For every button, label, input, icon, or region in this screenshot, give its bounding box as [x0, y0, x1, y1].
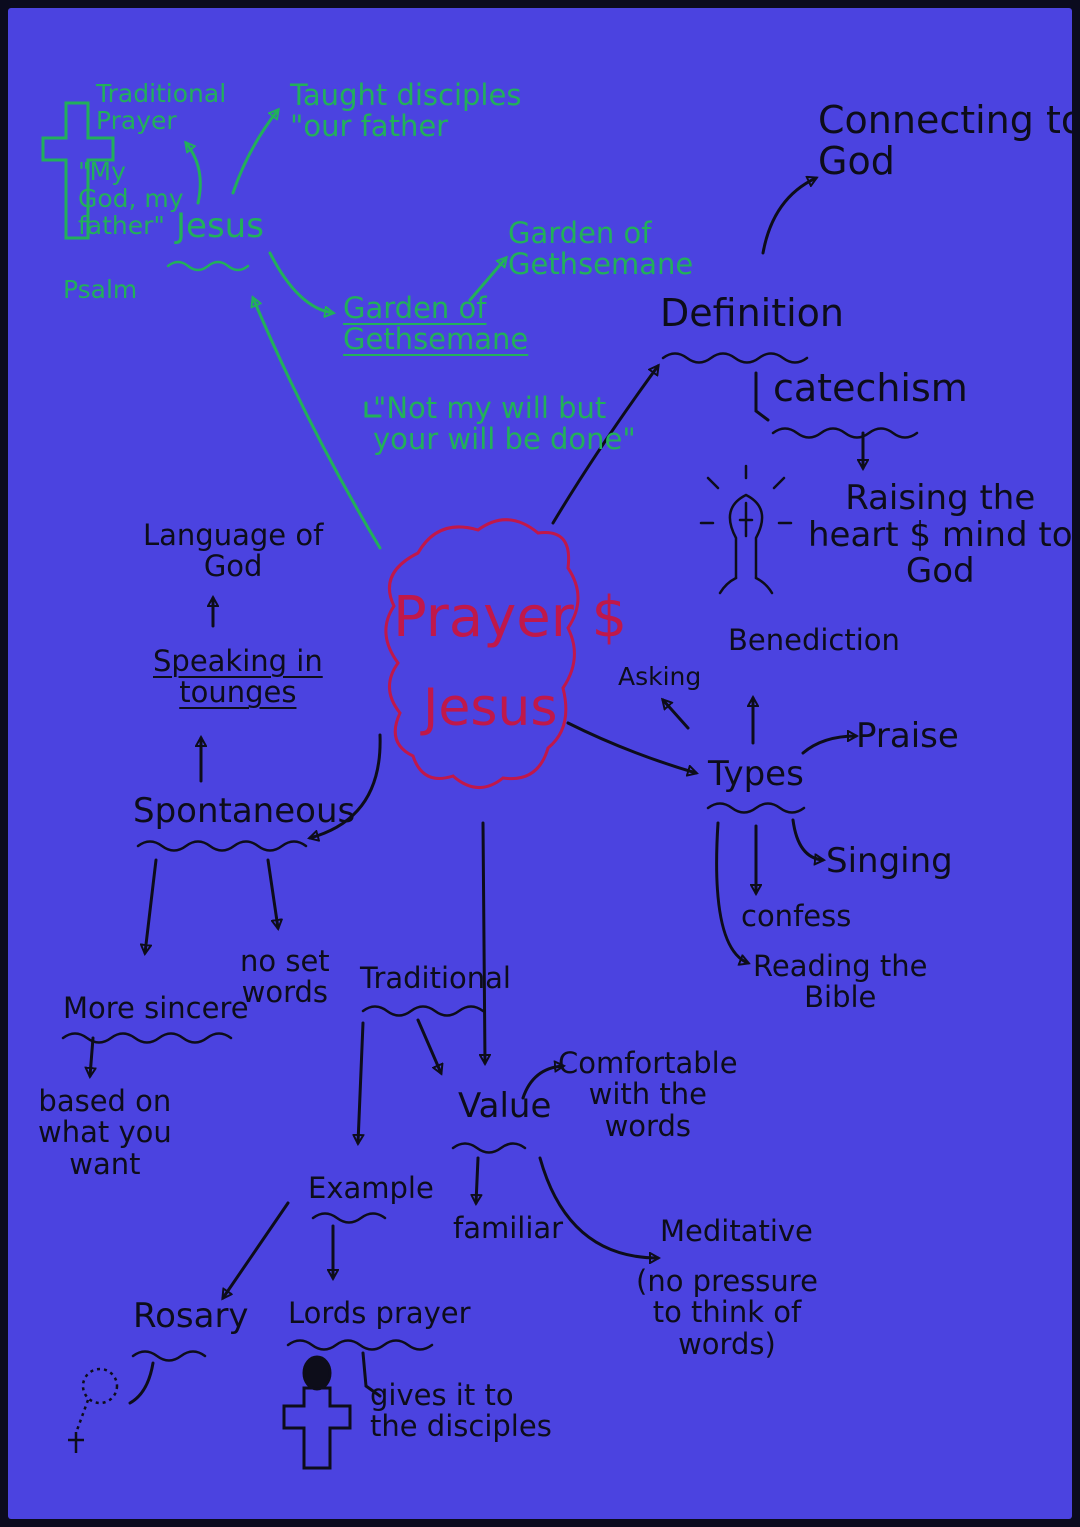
- singing-label: Singing: [826, 841, 953, 881]
- lords-prayer-node: Lords prayer: [288, 1296, 471, 1330]
- lords-to-gives-bracket: [361, 1351, 382, 1398]
- definition-underline: [661, 352, 809, 364]
- asking-label: Asking: [618, 662, 702, 691]
- familiar-label: familiar: [453, 1211, 564, 1245]
- rosary-squiggle: [128, 1361, 155, 1405]
- comfortable-label: Comfortable with the words: [558, 1046, 738, 1143]
- jesus-to-garden-arrow: [268, 251, 333, 313]
- garden-quote: "Not my will but your will be done": [373, 391, 636, 457]
- rosary-icon: [74, 1367, 119, 1434]
- value-node: Value: [458, 1086, 552, 1126]
- types-to-asking-arrow: [663, 700, 690, 730]
- center-to-definition-arrow: [551, 366, 658, 525]
- example-node: Example: [308, 1171, 434, 1205]
- traditional-to-value-arrow: [416, 1018, 441, 1073]
- spontaneous-to-sincere-arrow: [145, 858, 158, 953]
- spontaneous-to-noset-arrow: [266, 858, 278, 928]
- meditative-label: Meditative: [660, 1214, 813, 1248]
- traditional-node: Traditional: [360, 961, 511, 995]
- reading-bible-label: Reading the Bible: [753, 949, 928, 1015]
- center-to-value-arrow: [483, 821, 485, 1063]
- language-of-god-label: Language of God: [143, 518, 324, 584]
- mind-map-drawing: [41, 101, 919, 1470]
- garden-quote-hook: [364, 401, 382, 418]
- types-to-reading-arrow: [715, 821, 748, 963]
- example-to-rosary-arrow: [223, 1201, 290, 1298]
- types-node: Types: [708, 754, 804, 794]
- jesus-to-taught-arrow: [231, 110, 278, 195]
- psalm-label: Psalm: [63, 275, 138, 304]
- taught-disciples-label: Taught disciples "our father: [290, 78, 522, 144]
- spontaneous-underline: [136, 840, 308, 852]
- value-to-familiar-arrow: [476, 1156, 478, 1203]
- sincere-to-based-arrow: [90, 1036, 93, 1076]
- connecting-to-god: Connecting to God: [818, 98, 1072, 184]
- mind-map-sheet: Prayer $ Jesus Traditional Prayer "My Go…: [8, 8, 1072, 1519]
- definition-node: Definition: [660, 291, 845, 335]
- lords-underline: [286, 1339, 434, 1351]
- confess-label: confess: [741, 899, 852, 933]
- definition-to-connecting-arrow: [761, 178, 816, 255]
- catechism-underline: [771, 427, 919, 439]
- value-underline: [451, 1142, 527, 1154]
- sincere-underline: [61, 1032, 233, 1044]
- garden-heading: Garden of Gethsemane: [343, 291, 529, 357]
- no-set-words-label: no set words: [240, 944, 330, 1010]
- value-to-meditative-arrow: [538, 1156, 658, 1258]
- traditional-to-example-arrow: [358, 1021, 365, 1143]
- center-to-jesus-arrow: [253, 298, 382, 550]
- catechism-node: catechism: [773, 366, 968, 410]
- raising-heart-label: Raising the heart $ mind to God: [808, 478, 1072, 592]
- garden-to-note-arrow: [468, 258, 506, 302]
- my-god-quote: "My God, my father": [78, 157, 184, 240]
- lightbulb-icon: [699, 464, 793, 595]
- center-title-line1: Prayer $: [393, 585, 628, 650]
- example-underline: [311, 1212, 387, 1224]
- praying-figure-icon: [282, 1355, 352, 1470]
- catechism-bracket: [754, 371, 770, 422]
- types-to-singing-arrow: [791, 818, 823, 860]
- jesus-underline: [166, 260, 250, 272]
- rosary-node: Rosary: [133, 1296, 249, 1336]
- center-cloud: [384, 518, 580, 789]
- jesus-to-traditional-arrow: [186, 143, 202, 205]
- more-sincere-label: More sincere: [63, 991, 249, 1025]
- spontaneous-node: Spontaneous: [133, 791, 356, 831]
- benediction-label: Benediction: [728, 623, 900, 657]
- speaking-in-tounges-label: Speaking in tounges: [153, 644, 323, 710]
- types-to-praise-arrow: [801, 736, 856, 755]
- gives-disciples-label: gives it to the disciples: [370, 1378, 552, 1444]
- types-underline: [706, 802, 806, 814]
- based-on-want-label: based on what you want: [38, 1084, 172, 1181]
- jesus-node: Jesus: [176, 206, 264, 246]
- center-to-spontaneous-arrow: [310, 733, 382, 838]
- traditional-underline: [361, 1005, 485, 1017]
- center-to-types-arrow: [566, 721, 696, 773]
- center-title-line2: Jesus: [423, 678, 558, 738]
- rosary-underline: [131, 1350, 207, 1362]
- garden-note: Garden of Gethsemane: [508, 216, 694, 282]
- praise-label: Praise: [856, 716, 959, 756]
- value-to-comfortable-arrow: [521, 1066, 563, 1100]
- meditative-note: (no pressure to think of words): [636, 1264, 818, 1361]
- traditional-prayer-label: Traditional Prayer: [96, 79, 227, 135]
- cross-icon: [41, 101, 115, 240]
